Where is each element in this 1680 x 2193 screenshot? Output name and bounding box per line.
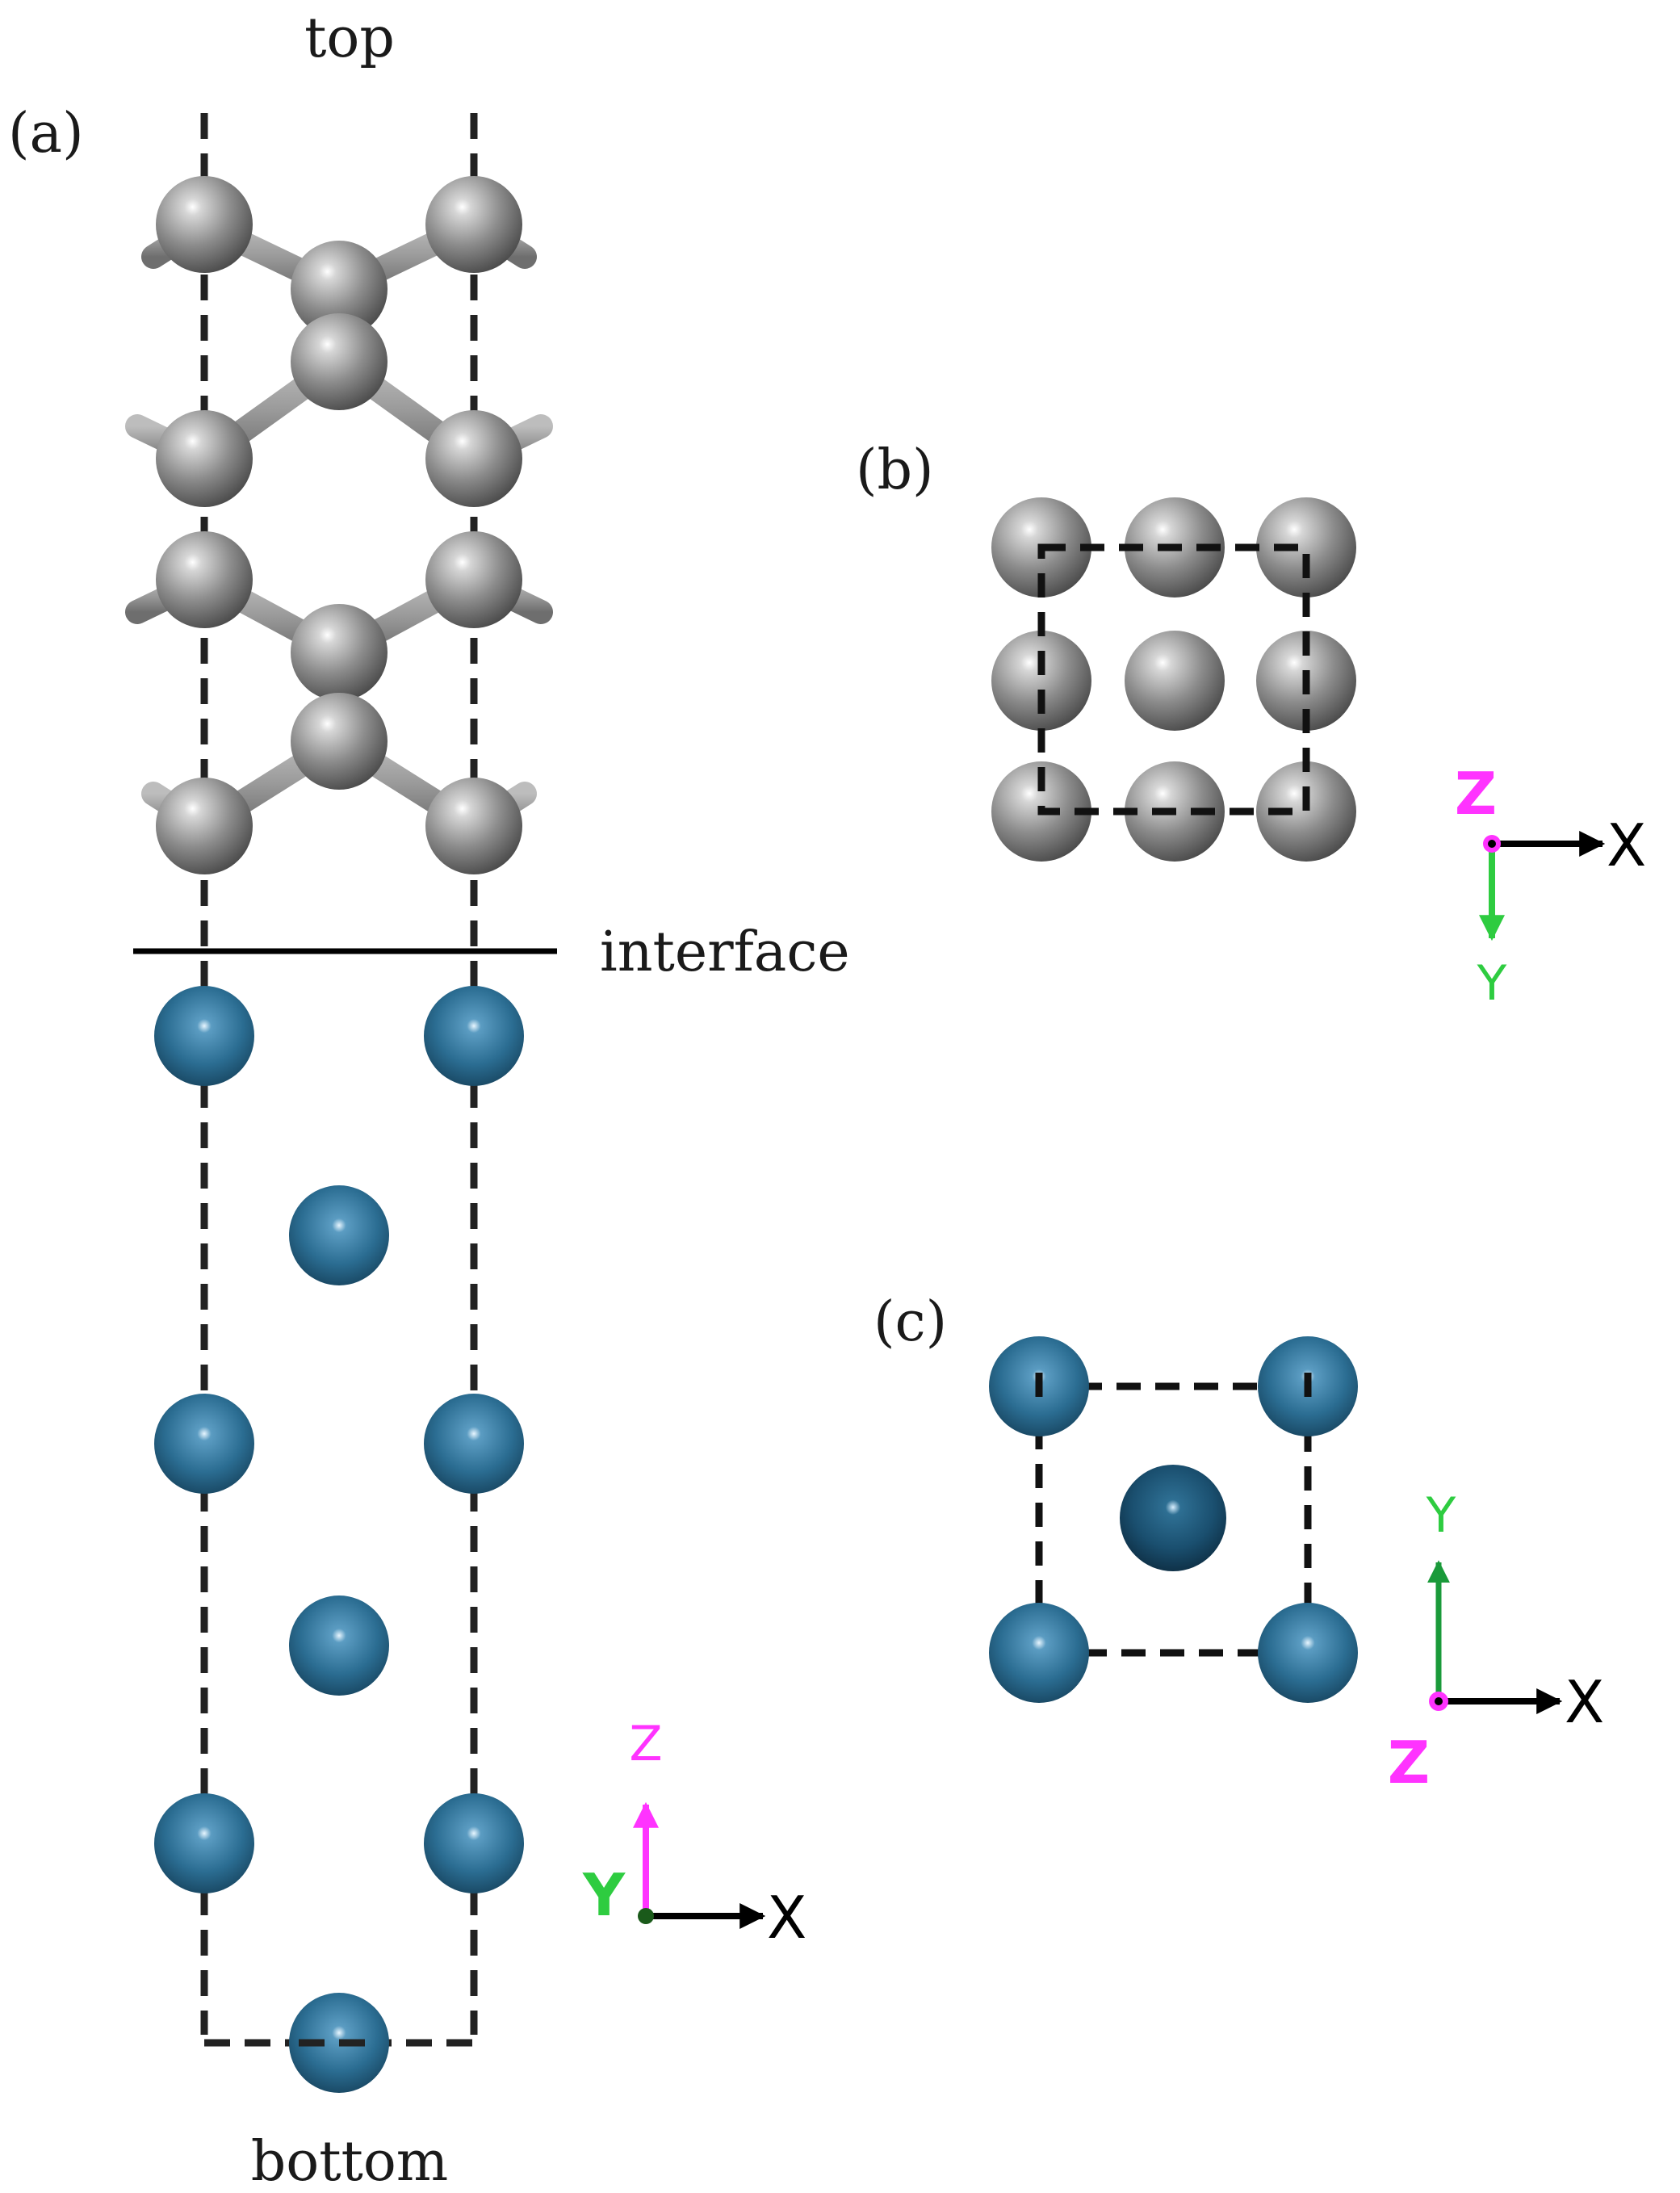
unit-cell-b xyxy=(1037,543,1310,816)
axis-triad-a: X Z Y xyxy=(582,1716,806,1952)
axis-c-y-label: Y xyxy=(1426,1487,1456,1544)
metal-atom xyxy=(289,1595,389,1696)
interface-label: interface xyxy=(600,920,850,984)
carbon-atom xyxy=(156,531,253,628)
carbon-atom xyxy=(291,604,388,701)
carbon-atom xyxy=(156,176,253,273)
carbon-atom xyxy=(425,176,522,273)
panel-b: (b) X xyxy=(856,438,1646,1012)
axis-b-y-label: Y xyxy=(1477,955,1507,1012)
metal-atom xyxy=(289,1185,389,1285)
axis-a-x-label: X xyxy=(767,1884,806,1952)
axis-c-z-label: Z xyxy=(1388,1729,1430,1797)
panel-c-label: (c) xyxy=(874,1290,947,1354)
carbon-atom xyxy=(1256,497,1356,598)
carbon-atom xyxy=(291,693,388,790)
axis-a-z-label: Z xyxy=(629,1716,662,1772)
carbon-atom xyxy=(1256,761,1356,862)
metal-atoms-c xyxy=(989,1336,1358,1703)
carbon-atom xyxy=(156,410,253,507)
carbon-atom xyxy=(291,241,388,338)
metal-atom xyxy=(1258,1603,1358,1703)
carbon-atom xyxy=(156,778,253,874)
axis-b-z-label: Z xyxy=(1455,760,1497,828)
metal-atom xyxy=(424,1793,524,1893)
axis-b-x-label: X xyxy=(1607,811,1646,879)
metal-atom xyxy=(989,1603,1089,1703)
axis-c-x-label: X xyxy=(1565,1668,1604,1736)
metal-atom xyxy=(424,986,524,1086)
carbon-atom xyxy=(425,778,522,874)
metal-atom xyxy=(154,986,254,1086)
carbon-atom xyxy=(1125,631,1225,731)
carbon-atoms xyxy=(156,176,522,874)
panel-a-label: (a) xyxy=(8,102,84,166)
unit-cell-c xyxy=(1035,1382,1312,1657)
axis-triad-c: X Y Z xyxy=(1388,1487,1604,1797)
top-label: top xyxy=(304,6,395,70)
metal-atom xyxy=(154,1793,254,1893)
panel-a: (a) top xyxy=(8,6,850,2193)
carbon-atom xyxy=(991,631,1091,731)
metal-atom-center xyxy=(1120,1465,1226,1571)
carbon-atoms-b xyxy=(991,497,1356,862)
bottom-label: bottom xyxy=(251,2130,449,2193)
carbon-atom xyxy=(291,313,388,410)
panel-b-label: (b) xyxy=(856,438,934,502)
axis-triad-b: X Z Y xyxy=(1455,760,1646,1012)
axis-a-y-label: Y xyxy=(582,1861,626,1929)
metal-atoms xyxy=(154,986,524,2093)
panel-c: (c) X Y Z xyxy=(874,1290,1604,1797)
metal-atom xyxy=(424,1394,524,1494)
carbon-atom xyxy=(425,531,522,628)
metal-atom xyxy=(154,1394,254,1494)
carbon-atom xyxy=(425,410,522,507)
